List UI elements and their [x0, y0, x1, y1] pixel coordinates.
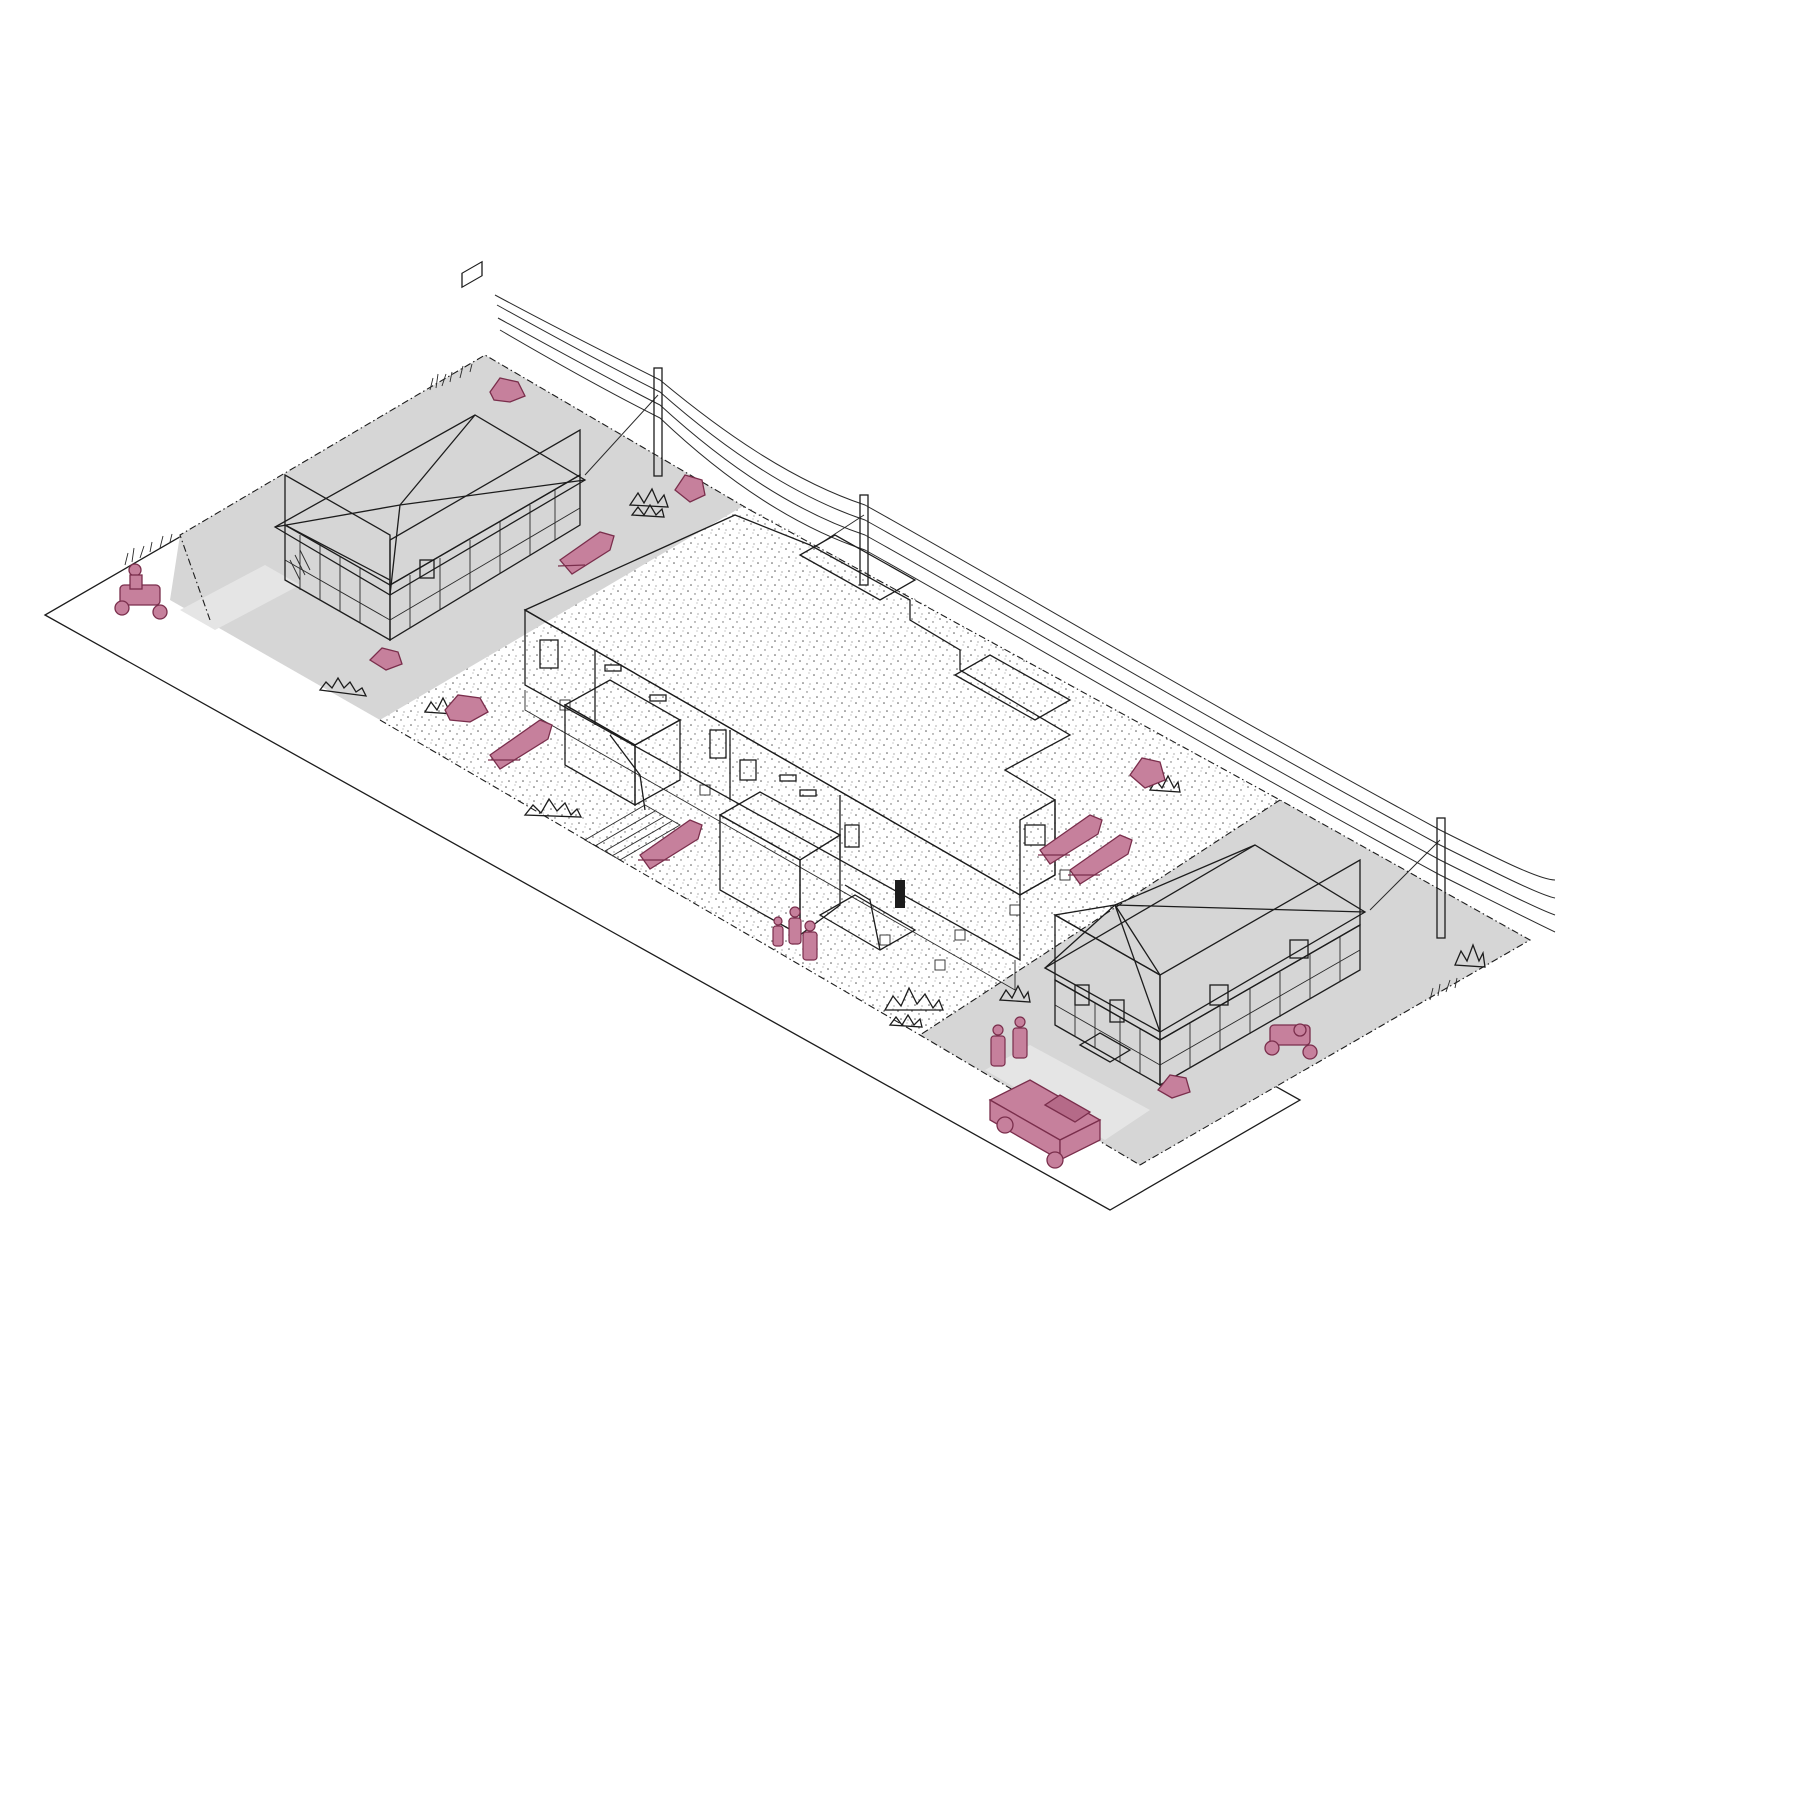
street	[43, 504, 1302, 1211]
shrub-icon	[998, 984, 1031, 1003]
utility-pole-icon	[653, 367, 663, 477]
site-lots	[170, 354, 1532, 1166]
entry-deck-left	[563, 679, 682, 811]
snowmobile-icon	[1068, 834, 1133, 885]
boulder-icon	[1129, 757, 1166, 789]
pickup-truck-icon	[988, 1079, 1102, 1169]
person-icon	[990, 1024, 1006, 1067]
street-surface	[43, 504, 1302, 1211]
center-lot-gravel	[380, 505, 1280, 1035]
property-line-front	[379, 719, 1141, 1166]
grass-icon	[429, 363, 473, 391]
left-house	[273, 260, 587, 642]
main-roof	[523, 514, 1072, 896]
atv-icon	[1264, 1023, 1318, 1060]
left-lot-yard	[170, 355, 750, 720]
shrub-icon	[523, 797, 583, 818]
left-lot-driveway	[180, 565, 300, 630]
snowmobile-icon	[488, 719, 553, 770]
atv-icon	[114, 563, 168, 620]
right-house	[1043, 844, 1367, 1087]
utility-pole-icon	[859, 494, 869, 586]
side-wing-roof	[953, 654, 1072, 721]
snowmobile-icon	[638, 819, 703, 870]
boulder-icon	[1157, 1074, 1191, 1099]
grass-icon	[124, 533, 173, 566]
right-lot-driveway	[985, 1045, 1150, 1140]
main-building	[523, 514, 1072, 991]
shrub-icon	[1454, 943, 1486, 968]
shrub-icon	[318, 676, 368, 697]
shrub-icon	[883, 986, 944, 1028]
snowmobile-icon	[1038, 814, 1103, 865]
person-icon	[1012, 1016, 1028, 1059]
property-line-left	[179, 354, 751, 621]
person-icon	[788, 906, 802, 945]
person-icon	[772, 916, 784, 947]
shrub-icon	[628, 487, 669, 518]
boulder-icon	[368, 647, 403, 671]
person-icon	[802, 920, 818, 961]
grass-icon	[1429, 977, 1458, 1001]
utility-pole-icon	[1436, 817, 1446, 939]
boulder-icon	[444, 694, 489, 723]
entry-deck-right	[718, 791, 917, 951]
snowmobile-icon	[557, 531, 615, 575]
boulder-icon	[489, 377, 526, 403]
boulder-icon	[674, 474, 706, 503]
rear-wing-roof	[798, 534, 917, 601]
